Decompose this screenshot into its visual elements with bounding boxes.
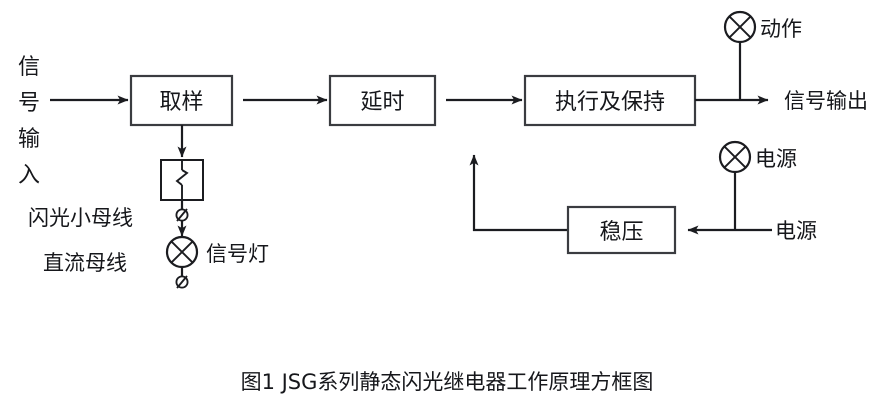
label-signal-lamp: 信号灯 xyxy=(206,242,269,266)
input-stack-char-1: 号 xyxy=(18,91,40,116)
power-lamp-symbol[interactable] xyxy=(718,140,752,174)
block-delay[interactable] xyxy=(328,74,437,127)
input-stack-char-2: 输 xyxy=(18,127,40,152)
block-regulator[interactable] xyxy=(566,205,677,255)
terminal-slashed-circle-icon-top xyxy=(175,208,189,222)
label-block-delay: 延时 xyxy=(360,90,404,115)
label-block-sampling: 取样 xyxy=(159,90,203,115)
figure-caption: 图1 JSG系列静态闪光继电器工作原理方框图 xyxy=(241,370,654,394)
relay-contact-switch-icon xyxy=(175,160,189,200)
action-lamp-symbol[interactable] xyxy=(723,10,757,44)
label-block-regulator: 稳压 xyxy=(599,220,643,245)
signal-lamp-symbol[interactable] xyxy=(165,235,199,269)
label-signal-output: 信号输出 xyxy=(784,89,868,113)
input-stack-char-3: 入 xyxy=(18,163,40,188)
label-power-source: 电源 xyxy=(775,219,817,243)
label-power-lamp: 电源 xyxy=(755,147,797,171)
block-execute-hold[interactable] xyxy=(523,74,697,127)
label-dc-bus: 直流母线 xyxy=(43,251,127,275)
label-block-execute-hold: 执行及保持 xyxy=(555,90,665,115)
terminal-slashed-circle-icon-bottom xyxy=(175,275,189,289)
label-action-lamp: 动作 xyxy=(760,17,802,41)
label-flash-bus: 闪光小母线 xyxy=(28,206,133,230)
input-stack-char-0: 信 xyxy=(18,55,40,80)
